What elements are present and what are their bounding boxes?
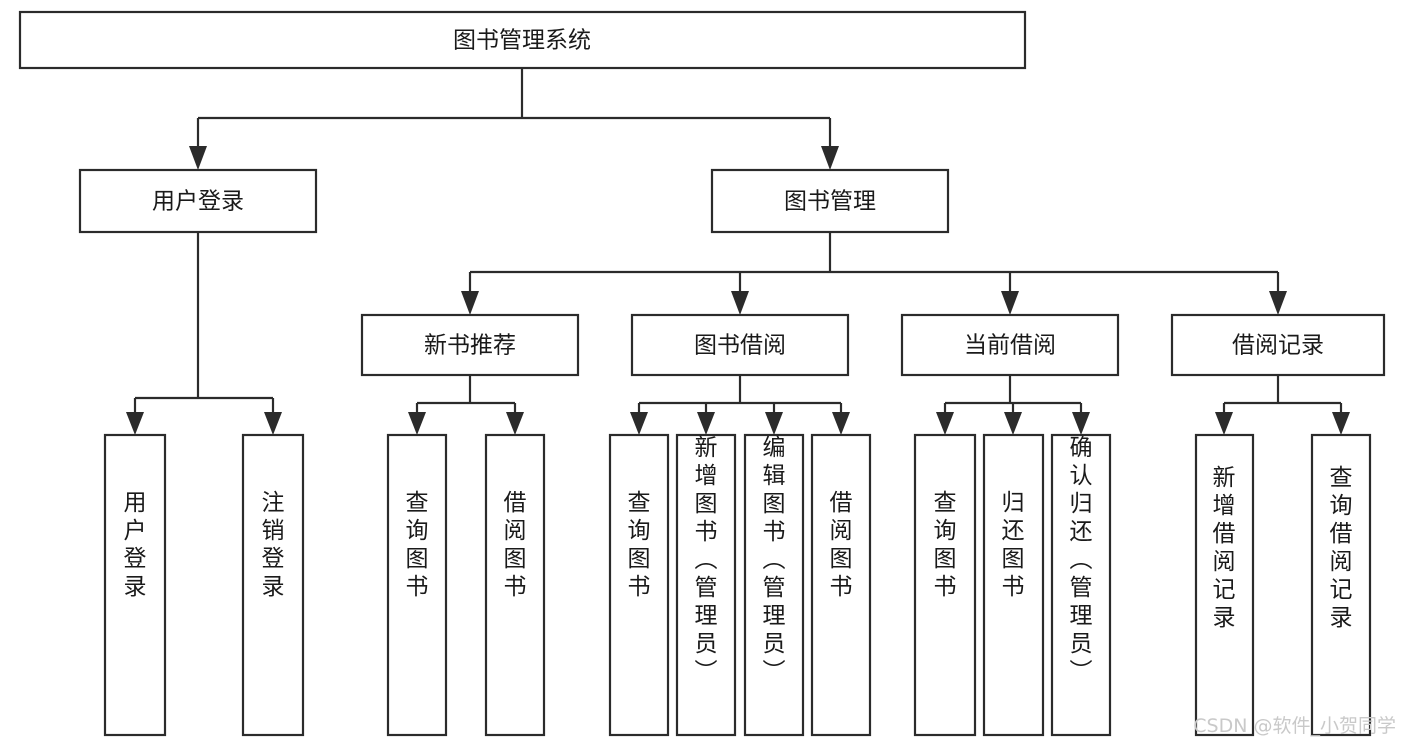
node-leaf-borrowrecord-add-box — [1194, 433, 1255, 737]
node-leaf-borrowrecord-query[interactable]: 查询借阅记录 — [1310, 433, 1372, 737]
node-user-login[interactable]: 用户登录 — [78, 168, 318, 234]
node-leaf-currentborrow-query-box — [913, 433, 977, 737]
node-leaf-bookborrow-edit[interactable]: 编辑图书︵管理员︶ — [743, 433, 805, 737]
node-borrow-record-label: 借阅记录 — [1232, 333, 1324, 359]
node-leaf-bookborrow-query-label: 查询图书 — [628, 490, 651, 600]
node-leaf-bookborrow-borrow[interactable]: 借阅图书 — [810, 433, 872, 737]
node-book-manage-label: 图书管理 — [784, 189, 876, 215]
node-leaf-user-login-logout-box — [241, 433, 305, 737]
arrow-currentborrow-leaf-3 — [1072, 412, 1090, 435]
node-leaf-currentborrow-confirm-box — [1050, 433, 1112, 737]
arrow-to-current-borrow — [1001, 291, 1019, 315]
node-leaf-user-login-login[interactable]: 用户登录 — [103, 433, 167, 737]
node-book-borrow-label: 图书借阅 — [694, 333, 786, 359]
node-leaf-currentborrow-return-label: 归还图书 — [1002, 490, 1025, 600]
connector-group — [126, 68, 1350, 435]
node-leaf-newbook-query-box — [386, 433, 448, 737]
arrow-currentborrow-leaf-2 — [1004, 412, 1022, 435]
node-root-system-label: 图书管理系统 — [453, 28, 591, 54]
node-current-borrow-box — [900, 313, 1120, 377]
node-leaf-bookborrow-query-box — [608, 433, 670, 737]
node-leaf-bookborrow-query[interactable]: 查询图书 — [608, 433, 670, 737]
arrow-userlogin-leaf-2 — [264, 412, 282, 435]
node-leaf-currentborrow-return-box — [982, 433, 1045, 737]
node-root-system-box — [18, 10, 1027, 70]
node-leaf-bookborrow-borrow-label: 借阅图书 — [830, 490, 853, 600]
node-current-borrow-label: 当前借阅 — [964, 333, 1056, 359]
node-leaf-user-login-login-box — [103, 433, 167, 737]
node-leaf-bookborrow-add-box — [675, 433, 737, 737]
arrow-root-to-user-login — [189, 146, 207, 170]
node-new-book-recommend-box — [360, 313, 580, 377]
csdn-watermark: CSDN @软件_小贺同学 — [1193, 715, 1396, 737]
node-leaf-currentborrow-query-label: 查询图书 — [934, 490, 957, 600]
node-leaf-currentborrow-return[interactable]: 归还图书 — [982, 433, 1045, 737]
node-borrow-record-box — [1170, 313, 1386, 377]
node-leaf-borrowrecord-query-label: 查询借阅记录 — [1330, 465, 1353, 631]
node-leaf-newbook-borrow-label: 借阅图书 — [504, 490, 527, 600]
node-leaf-user-login-login-label: 用户登录 — [124, 490, 147, 600]
node-leaf-bookborrow-edit-label: 编辑图书︵管理员︶ — [763, 435, 786, 685]
node-leaf-bookborrow-add[interactable]: 新增图书︵管理员︶ — [675, 433, 737, 737]
node-root-system[interactable]: 图书管理系统 — [18, 10, 1027, 70]
node-leaf-bookborrow-edit-box — [743, 433, 805, 737]
node-leaf-currentborrow-confirm-label: 确认归还︵管理员︶ — [1070, 435, 1093, 685]
node-book-borrow[interactable]: 图书借阅 — [630, 313, 850, 377]
arrow-borrowrecord-leaf-2 — [1332, 412, 1350, 435]
arrow-borrowrecord-leaf-1 — [1215, 412, 1233, 435]
arrow-to-book-borrow — [731, 291, 749, 315]
arrow-newbook-leaf-2 — [506, 412, 524, 435]
arrow-userlogin-leaf-1 — [126, 412, 144, 435]
node-new-book-recommend[interactable]: 新书推荐 — [360, 313, 580, 377]
arrow-to-borrow-record — [1269, 291, 1287, 315]
arrow-newbook-leaf-1 — [408, 412, 426, 435]
arrow-bookborrow-leaf-1 — [630, 412, 648, 435]
node-user-login-box — [78, 168, 318, 234]
arrow-root-to-book-manage — [821, 146, 839, 170]
node-leaf-currentborrow-query[interactable]: 查询图书 — [913, 433, 977, 737]
node-leaf-newbook-query[interactable]: 查询图书 — [386, 433, 448, 737]
node-leaf-user-login-logout[interactable]: 注销登录 — [241, 433, 305, 737]
arrow-bookborrow-leaf-3 — [765, 412, 783, 435]
node-book-manage[interactable]: 图书管理 — [710, 168, 950, 234]
node-book-borrow-box — [630, 313, 850, 377]
arrow-currentborrow-leaf-1 — [936, 412, 954, 435]
node-leaf-newbook-borrow-box — [484, 433, 546, 737]
node-borrow-record[interactable]: 借阅记录 — [1170, 313, 1386, 377]
node-leaf-borrowrecord-query-box — [1310, 433, 1372, 737]
node-leaf-borrowrecord-add-label: 新增借阅记录 — [1213, 465, 1236, 631]
node-leaf-bookborrow-add-label: 新增图书︵管理员︶ — [695, 435, 718, 685]
node-leaf-currentborrow-confirm[interactable]: 确认归还︵管理员︶ — [1050, 433, 1112, 737]
arrow-to-new-book-recommend — [461, 291, 479, 315]
node-leaf-newbook-query-label: 查询图书 — [406, 490, 429, 600]
node-leaf-borrowrecord-add[interactable]: 新增借阅记录 — [1194, 433, 1255, 737]
node-current-borrow[interactable]: 当前借阅 — [900, 313, 1120, 377]
node-leaf-newbook-borrow[interactable]: 借阅图书 — [484, 433, 546, 737]
node-leaf-bookborrow-borrow-box — [810, 433, 872, 737]
node-user-login-label: 用户登录 — [152, 189, 244, 215]
node-book-manage-box — [710, 168, 950, 234]
arrow-bookborrow-leaf-2 — [697, 412, 715, 435]
node-new-book-recommend-label: 新书推荐 — [424, 333, 516, 359]
arrow-bookborrow-leaf-4 — [832, 412, 850, 435]
node-leaf-user-login-logout-label: 注销登录 — [262, 490, 285, 600]
